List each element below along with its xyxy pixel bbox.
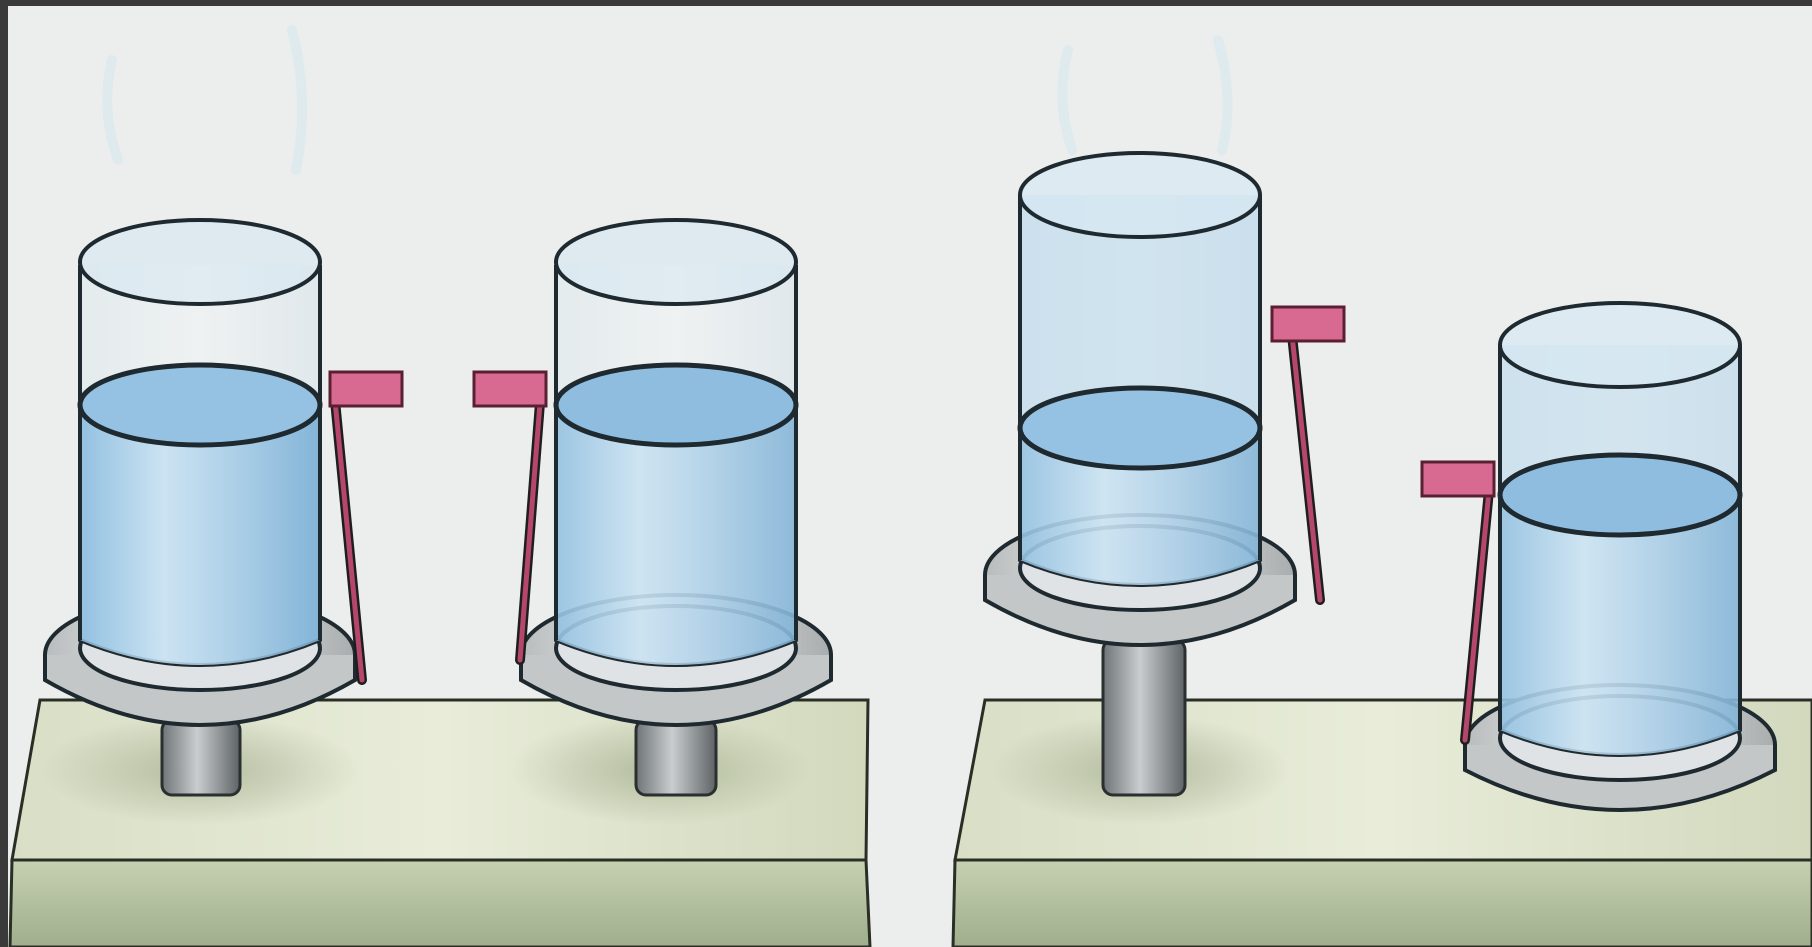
left-base-board bbox=[8, 698, 872, 947]
left-apparatus bbox=[8, 218, 872, 947]
beaker-a-stand bbox=[160, 718, 242, 797]
beaker-a bbox=[43, 218, 357, 797]
beaker-a-water bbox=[80, 400, 320, 665]
beaker-b-water bbox=[556, 400, 796, 665]
tube-d-end bbox=[1420, 460, 1496, 498]
beaker-d bbox=[1463, 301, 1777, 812]
beaker-c-stand bbox=[1101, 638, 1187, 797]
tube-a-end bbox=[328, 370, 404, 408]
beaker-b bbox=[519, 218, 833, 797]
right-siphon-tubes bbox=[1270, 305, 1496, 745]
beaker-d-water bbox=[1500, 495, 1740, 755]
left-siphon-tubes bbox=[328, 370, 548, 685]
beaker-c bbox=[983, 151, 1297, 797]
tube-c-end bbox=[1270, 305, 1346, 343]
right-apparatus bbox=[951, 151, 1812, 947]
beaker-b-stand bbox=[634, 718, 718, 797]
steam-wisps bbox=[102, 25, 1233, 175]
tube-b-end bbox=[472, 370, 548, 408]
